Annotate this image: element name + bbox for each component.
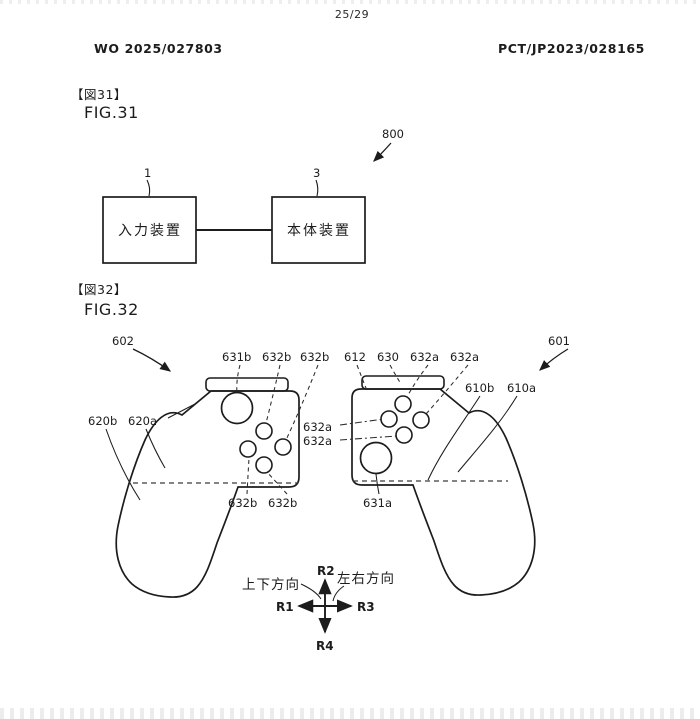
right-controller-ref-label: 601 — [548, 334, 570, 348]
main-box-ref-leader — [315, 179, 319, 197]
label-632b-bottom2: 632b — [268, 496, 297, 510]
left-analog-stick — [220, 391, 254, 425]
left-button-left — [239, 440, 257, 458]
scan-artifact-top — [0, 0, 700, 4]
right-button-right — [412, 411, 430, 429]
label-632a-mid1: 632a — [303, 420, 332, 434]
label-620b: 620b — [88, 414, 117, 428]
leader-632a-mid1 — [339, 418, 385, 426]
leader-620a-upper — [167, 403, 196, 419]
label-631a: 631a — [363, 496, 392, 510]
leader-610a — [457, 395, 518, 473]
left-controller-rail — [205, 377, 289, 392]
label-632a-top1: 632a — [410, 350, 439, 364]
vertical-axis-leader — [300, 583, 322, 600]
label-610b: 610b — [465, 381, 494, 395]
leader-620a-lower — [145, 428, 166, 469]
label-620a: 620a — [128, 414, 157, 428]
fig32-caption: FIG.32 — [84, 300, 139, 319]
label-632a-mid2: 632a — [303, 434, 332, 448]
right-analog-stick — [359, 441, 393, 475]
leader-631b — [236, 364, 241, 394]
fig31-system-ref-arrow — [373, 142, 392, 162]
publication-number: WO 2025/027803 — [94, 41, 223, 56]
leader-610b — [427, 395, 481, 481]
left-button-right — [274, 438, 292, 456]
horizontal-axis-leader — [332, 585, 345, 602]
main-box-ref: 3 — [313, 166, 320, 180]
label-630: 630 — [377, 350, 399, 364]
label-631b: 631b — [222, 350, 251, 364]
left-button-bottom — [255, 456, 273, 474]
right-button-bottom — [395, 426, 413, 444]
leader-632b-top1 — [265, 364, 281, 424]
compass-label-r4: R4 — [316, 639, 334, 653]
fig31-system-ref-label: 800 — [382, 127, 404, 141]
left-controller-ref-arrow — [132, 348, 172, 372]
left-button-top — [255, 422, 273, 440]
right-controller-body — [351, 388, 536, 596]
fig32-tag: 【図32】 — [71, 282, 127, 297]
vertical-axis-label: 上下方向 — [242, 577, 300, 593]
main-device-label: 本体装置 — [287, 223, 351, 239]
label-632b-top2: 632b — [300, 350, 329, 364]
leader-620b — [105, 428, 141, 501]
leader-632b-bottom2 — [266, 471, 288, 495]
right-controller-rail — [361, 375, 445, 390]
compass-label-r1: R1 — [276, 600, 294, 614]
input-box-ref: 1 — [144, 166, 151, 180]
label-632a-top2: 632a — [450, 350, 479, 364]
leader-632a-mid2 — [339, 435, 398, 441]
page-number: 25/29 — [334, 8, 370, 21]
label-632b-top1: 632b — [262, 350, 291, 364]
right-controller-ref-arrow — [539, 348, 569, 371]
leader-630 — [389, 364, 402, 385]
scan-artifact-bottom — [0, 708, 700, 719]
leader-632b-top2 — [285, 364, 319, 441]
input-box-ref-leader — [146, 179, 151, 197]
fig31-caption: FIG.31 — [84, 103, 139, 122]
right-button-top — [394, 395, 412, 413]
input-device-label: 入力装置 — [118, 223, 182, 239]
compass-label-r2: R2 — [317, 564, 335, 578]
left-controller-ref-label: 602 — [112, 334, 134, 348]
right-button-left — [380, 410, 398, 428]
leader-632b-bottom1 — [246, 457, 250, 495]
leader-631a — [375, 473, 380, 495]
fig31-tag: 【図31】 — [71, 87, 127, 102]
leader-612 — [356, 364, 367, 389]
application-number: PCT/JP2023/028165 — [498, 41, 645, 56]
compass-label-r3: R3 — [357, 600, 375, 614]
label-632b-bottom1: 632b — [228, 496, 257, 510]
label-610a: 610a — [507, 381, 536, 395]
horizontal-axis-label: 左右方向 — [337, 571, 395, 587]
leader-632a-top1 — [406, 364, 429, 398]
label-612: 612 — [344, 350, 366, 364]
